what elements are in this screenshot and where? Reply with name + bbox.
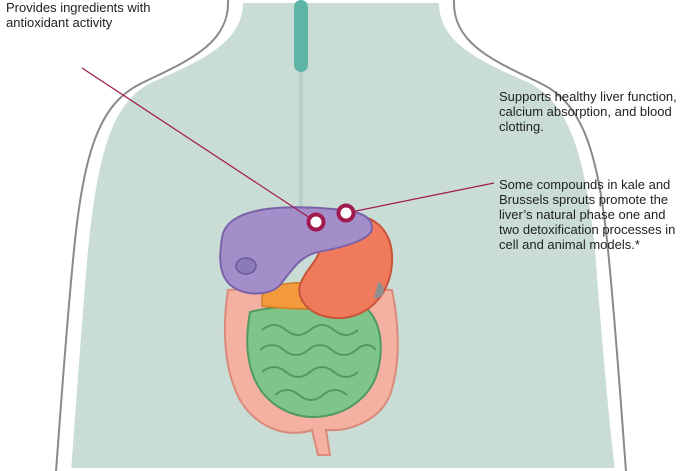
callout-liver-health: Supports healthy liver function, calcium… [499,89,679,134]
esophagus [294,0,308,72]
callout-antioxidant: Provides ingredients with antioxidant ac… [6,0,156,30]
pointer-marker-antioxidant [309,215,324,230]
callout-detox: Some compounds in kale and Brussels spro… [499,177,689,252]
gallbladder [236,258,256,274]
pointer-marker-liver [339,206,354,221]
